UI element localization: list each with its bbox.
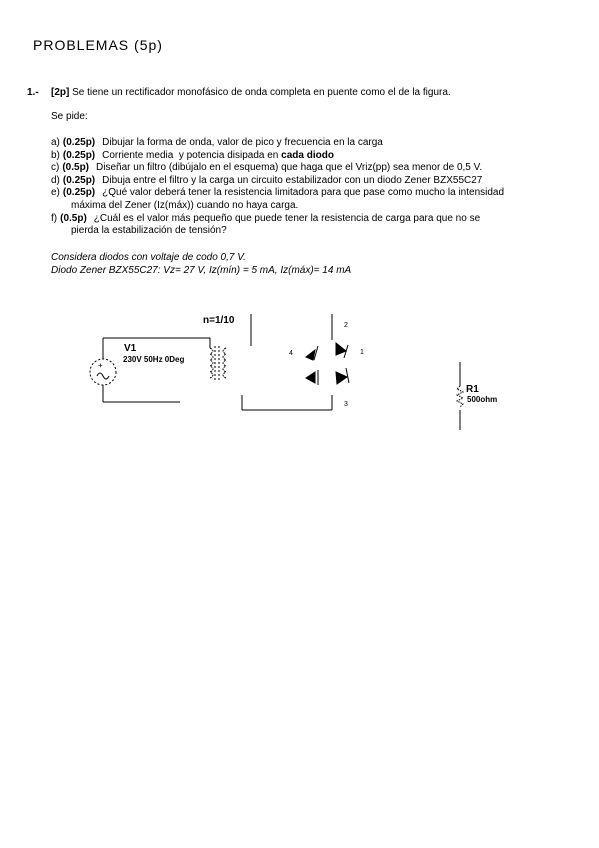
item-label: a): [51, 137, 60, 148]
note-diode-knee: Considera diodos con voltaje de codo 0,7…: [51, 252, 246, 263]
notes: Considera diodos con voltaje de codo 0,7…: [51, 251, 351, 277]
node-label-2: 2: [344, 322, 348, 329]
transformer-icon: [208, 346, 228, 380]
question-item-f: f) (0.5p) ¿Cuál es el valor más pequeño …: [51, 213, 559, 226]
item-label: c): [51, 162, 60, 174]
problem-points: [2p]: [51, 87, 70, 98]
diode-bridge: [305, 341, 350, 385]
item-points: (0.25p): [62, 137, 96, 148]
question-item-e: e) (0.25p) ¿Qué valor deberá tener la re…: [51, 187, 559, 200]
question-item-d: d) (0.25p) Dibuja entre el filtro y la c…: [51, 175, 559, 188]
item-text: Corriente media y potencia disipada en c…: [102, 150, 334, 163]
item-label: d): [51, 174, 60, 186]
load-value: 500ohm: [467, 395, 497, 404]
load-name: R1: [466, 384, 479, 395]
problem-number: 1.-: [27, 87, 39, 98]
question-list: a) (0.25p) Dibujar la forma de onda, val…: [51, 137, 559, 238]
se-pide-label: Se pide:: [51, 111, 88, 122]
item-text: Dibujar la forma de onda, valor de pico …: [102, 137, 383, 148]
item-text-bold: cada diodo: [281, 149, 334, 161]
source-value: 230V 50Hz 0Deg: [123, 355, 184, 364]
question-item-a: a) (0.25p) Dibujar la forma de onda, val…: [51, 137, 559, 150]
item-continuation: máxima del Zener (Iz(máx)) cuando no hay…: [71, 199, 299, 211]
question-item-c: c) (0.5p) Diseñar un filtro (dibújalo en…: [51, 162, 559, 175]
node-label-4: 4: [289, 350, 293, 357]
resistor-icon: [455, 362, 465, 430]
transformer-ratio: n=1/10: [203, 315, 235, 326]
diode-icon: [335, 367, 350, 385]
item-points: (0.25p): [62, 149, 96, 161]
item-continuation: pierda la estabilización de tensión?: [71, 225, 227, 237]
item-points: (0.25p): [62, 187, 96, 199]
primary-wires: [103, 337, 211, 403]
note-zener-spec: Diodo Zener BZX55C27: Vz= 27 V, Iz(mín) …: [51, 265, 352, 276]
problem-statement-text: Se tiene un rectificador monofásico de o…: [72, 87, 451, 98]
node-label-3: 3: [344, 401, 348, 408]
source-plus-sign: +: [98, 361, 103, 370]
item-text-regular: Corriente media y potencia disipada en: [102, 149, 282, 161]
item-points: (0.25p): [62, 174, 96, 186]
secondary-wires: [241, 314, 333, 411]
item-text: Dibuja entre el filtro y la carga un cir…: [102, 174, 483, 186]
ac-source-icon: [89, 338, 117, 402]
diode-icon: [305, 370, 319, 385]
page-title: PROBLEMAS (5p): [33, 37, 163, 53]
problem-statement: [2p] Se tiene un rectificador monofásico…: [51, 87, 571, 98]
item-text: ¿Qué valor deberá tener la resistencia l…: [102, 187, 505, 199]
item-label: f): [51, 212, 58, 224]
item-label: b): [51, 149, 60, 161]
diode-icon: [305, 345, 319, 361]
item-text: Diseñar un filtro (dibújalo en el esquem…: [96, 162, 483, 174]
node-label-1: 1: [360, 349, 364, 356]
diode-icon: [335, 341, 349, 359]
source-name: V1: [124, 343, 137, 354]
item-points: (0.5p): [60, 212, 87, 224]
item-label: e): [51, 187, 60, 199]
question-item-b: b) (0.25p) Corriente media y potencia di…: [51, 150, 559, 163]
item-text: ¿Cuál es el valor más pequeño que puede …: [93, 212, 481, 224]
item-points: (0.5p): [62, 162, 90, 174]
